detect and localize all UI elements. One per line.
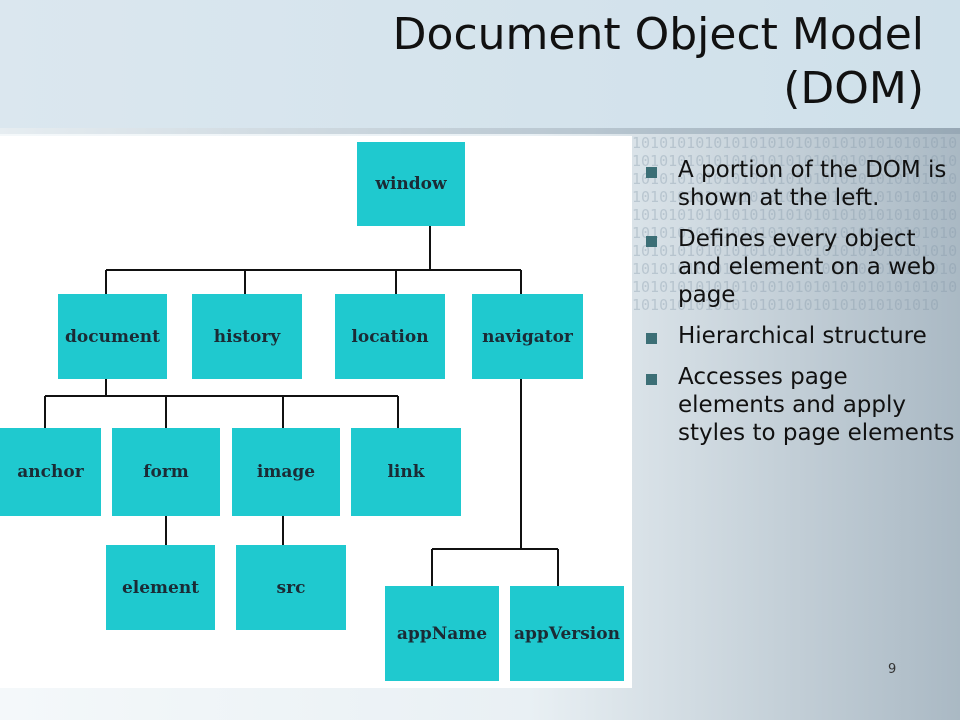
node-src: src bbox=[236, 545, 346, 630]
square-bullet-icon bbox=[646, 236, 657, 247]
node-element: element bbox=[106, 545, 215, 630]
bullet-text: Defines every object and element on a we… bbox=[678, 226, 936, 308]
title-band bbox=[0, 0, 960, 128]
square-bullet-icon bbox=[646, 167, 657, 178]
node-history: history bbox=[192, 294, 302, 379]
node-form: form bbox=[112, 428, 220, 516]
bullet-item: Defines every object and element on a we… bbox=[644, 225, 960, 309]
dom-tree-diagram: window document history location navigat… bbox=[0, 136, 632, 688]
binary-background-pattern: 1010101010101010101010101010101010101010… bbox=[632, 134, 958, 314]
bullet-item: Accesses page elements and apply styles … bbox=[644, 363, 960, 447]
bullet-text: Accesses page elements and apply styles … bbox=[678, 364, 955, 446]
bullet-text: Hierarchical structure bbox=[678, 323, 927, 349]
node-link: link bbox=[351, 428, 461, 516]
square-bullet-icon bbox=[646, 374, 657, 385]
node-document: document bbox=[58, 294, 167, 379]
bullet-item: A portion of the DOM is shown at the lef… bbox=[644, 156, 960, 212]
node-navigator: navigator bbox=[472, 294, 583, 379]
slide-title: Document Object Model (DOM) bbox=[224, 8, 924, 116]
slide-title-line-1: Document Object Model bbox=[392, 9, 924, 60]
page-number: 9 bbox=[888, 662, 897, 677]
node-anchor: anchor bbox=[0, 428, 101, 516]
node-image: image bbox=[232, 428, 340, 516]
node-location: location bbox=[335, 294, 445, 379]
bullet-list: A portion of the DOM is shown at the lef… bbox=[644, 156, 960, 460]
slide-title-line-2: (DOM) bbox=[783, 63, 924, 114]
title-rule bbox=[0, 128, 960, 134]
dom-tree-connectors bbox=[44, 226, 559, 586]
node-appVersion: appVersion bbox=[510, 586, 624, 681]
node-appName: appName bbox=[385, 586, 499, 681]
bullet-text: A portion of the DOM is shown at the lef… bbox=[678, 157, 947, 211]
bullet-item: Hierarchical structure bbox=[644, 322, 960, 350]
square-bullet-icon bbox=[646, 333, 657, 344]
node-window: window bbox=[357, 142, 465, 226]
